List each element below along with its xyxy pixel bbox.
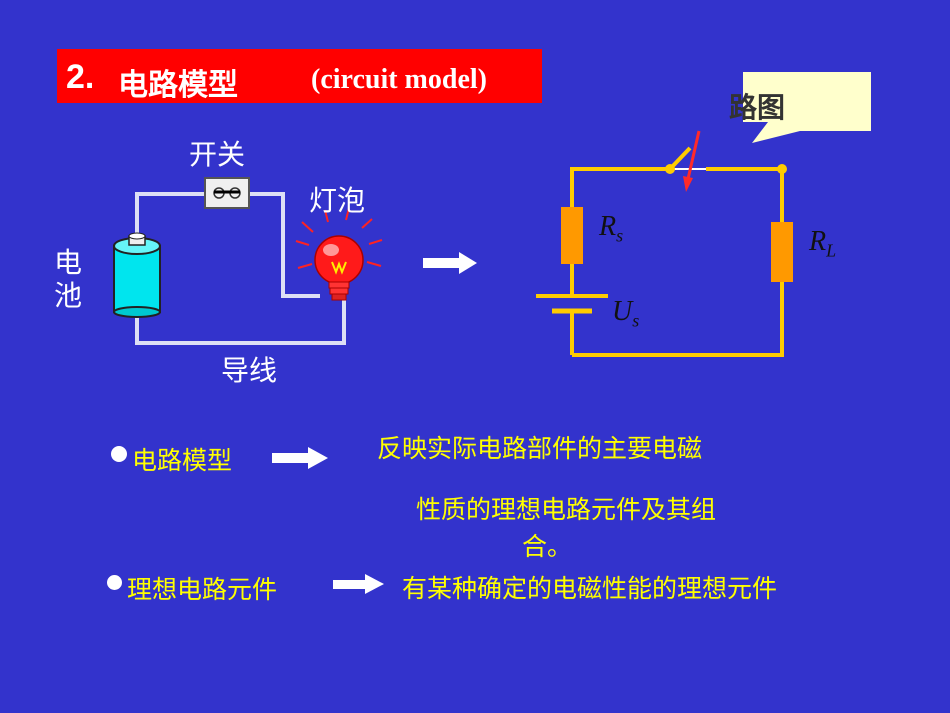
rl-label: RL — [809, 226, 837, 261]
title-bar — [57, 49, 542, 103]
bullet-definition-line: 合。 — [522, 532, 573, 561]
resistor-rl-icon — [771, 222, 793, 282]
bullet-dot — [107, 575, 122, 590]
callout-box — [743, 72, 871, 143]
bullet-definition-line: 有某种确定的电磁性能的理想元件 — [402, 574, 778, 603]
switch-icon — [204, 177, 250, 209]
bullet-term-circuit-model: 电路模型 — [132, 446, 233, 475]
switch-symbol-icon — [665, 146, 787, 174]
bullet-term-ideal-element: 理想电路元件 — [127, 575, 278, 604]
resistor-rs-icon — [561, 207, 583, 264]
bulb-label: 灯泡 — [309, 184, 366, 217]
switch-label: 开关 — [189, 138, 246, 171]
right-arrow-icon — [423, 252, 477, 274]
battery-icon — [113, 232, 161, 318]
rs-label: Rs — [599, 211, 624, 246]
section-number: 2. — [66, 58, 95, 96]
wire-label: 导线 — [221, 354, 278, 387]
real-circuit-wires — [135, 192, 346, 345]
light-bulb-icon — [295, 207, 383, 301]
us-label: Us — [612, 296, 640, 331]
section-title-english: (circuit model) — [311, 64, 487, 95]
battery-label-line1: 电 — [54, 246, 83, 279]
bullet-definition-line: 性质的理想电路元件及其组 — [416, 495, 717, 524]
circuit-diagram-wires — [570, 167, 784, 357]
pointer-arrow-icon — [683, 130, 701, 192]
bullet-arrow-2-icon — [333, 574, 384, 594]
bullet-arrow-1-icon — [272, 447, 328, 469]
section-title-chinese: 电路模型 — [118, 68, 238, 103]
bullet-definition-line: 反映实际电路部件的主要电磁 — [377, 434, 703, 463]
callout-text: 路图 — [729, 91, 786, 124]
battery-label-line2: 池 — [54, 279, 83, 312]
bullet-dot — [111, 446, 127, 462]
